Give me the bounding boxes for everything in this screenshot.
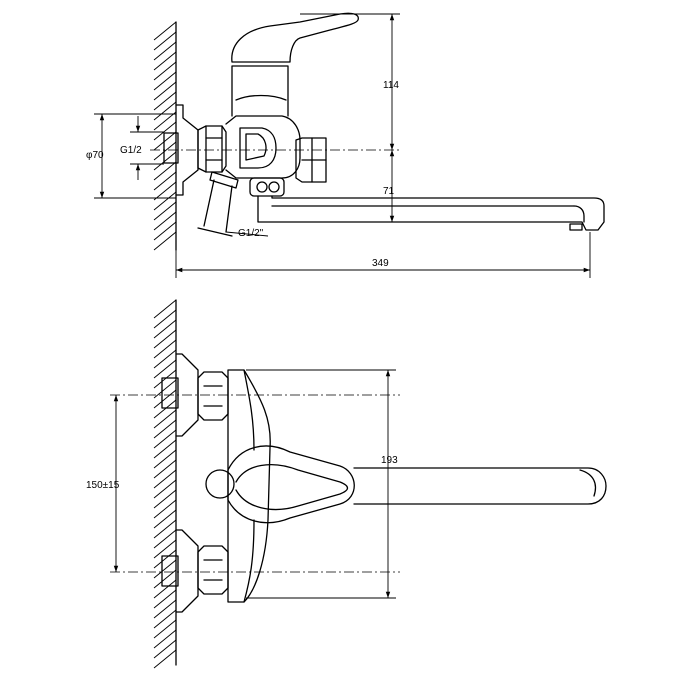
lower-inlet	[161, 529, 229, 613]
spout	[257, 195, 605, 231]
dim-flange-diameter-label: φ70	[86, 150, 104, 161]
dim-inlet-thread-label: G1/2	[120, 145, 142, 156]
wall-hatch-bottom	[153, 299, 177, 669]
shower-outlet	[209, 171, 239, 189]
dim-height-label: 114	[383, 80, 399, 91]
hex-nut	[197, 125, 227, 173]
mixer-body	[225, 115, 301, 179]
wall-hatch-top	[153, 21, 177, 251]
diverter-knob[interactable]	[295, 137, 327, 183]
aerator	[569, 223, 583, 231]
top-view: 193 150±15	[86, 299, 607, 669]
inlet-stub	[163, 132, 179, 164]
dim-spout-drop-label: 71	[383, 186, 395, 197]
mixer-body-top	[227, 369, 271, 603]
cartridge-housing	[231, 65, 289, 117]
dim-center-distance-label: 150±15	[86, 480, 120, 491]
spout-top	[353, 467, 607, 505]
lever-handle-top[interactable]	[205, 445, 355, 524]
dim-length-label: 349	[372, 258, 389, 269]
dim-outlet-thread-label: G1/2"	[238, 228, 264, 239]
dim-spout-reach-label: 193	[381, 455, 398, 466]
spout-swivel-nut	[249, 177, 285, 197]
lever-handle[interactable]	[231, 12, 359, 63]
side-view: 114 71 349 φ70 G1/2 G1/2"	[86, 12, 605, 278]
